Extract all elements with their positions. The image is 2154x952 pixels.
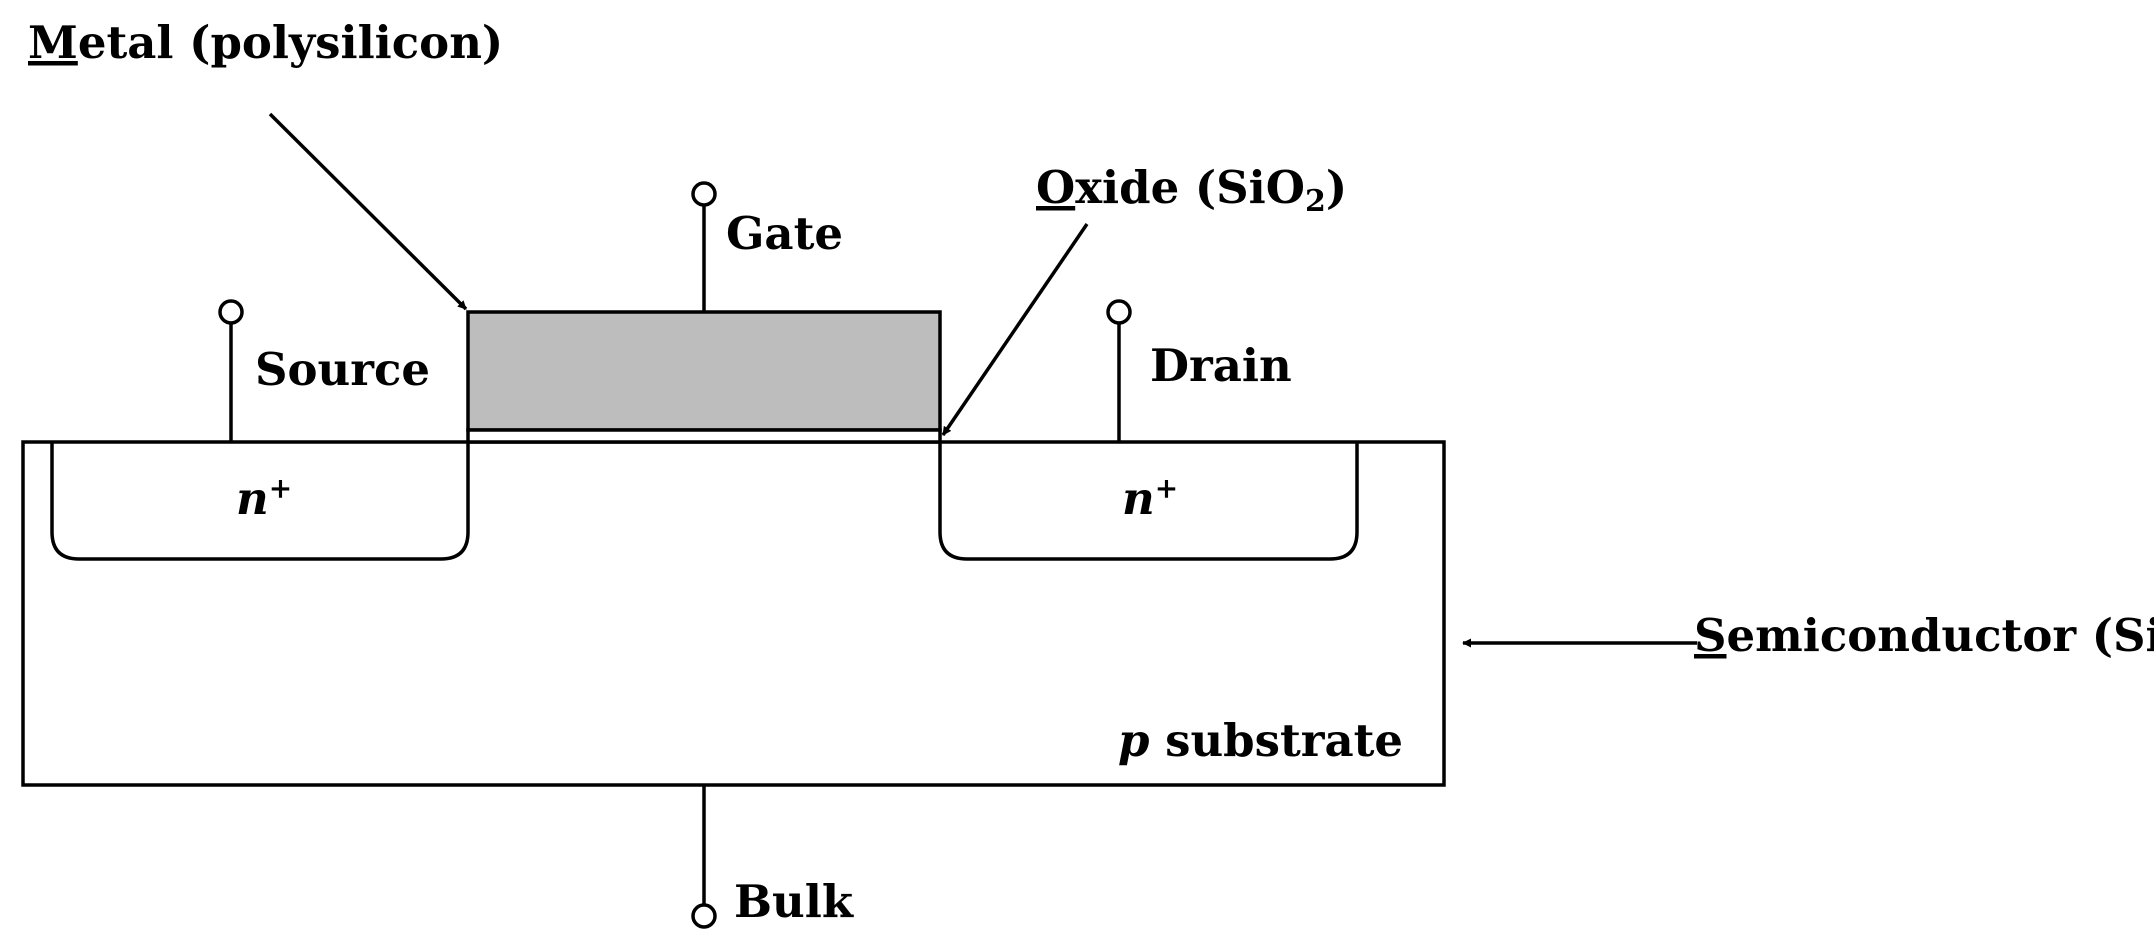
oxide-pointer-arrow xyxy=(941,223,1089,436)
metal-label: Metal (polysilicon) xyxy=(28,16,503,69)
gate-terminal-node xyxy=(691,181,717,207)
p-substrate-label: p substrate xyxy=(1118,714,1403,767)
n-plus-source-label: n+ xyxy=(236,472,292,525)
oxide-label: Oxide (SiO2) xyxy=(1036,161,1347,219)
drain-label: Drain xyxy=(1150,339,1292,392)
gate-metal-polysilicon xyxy=(466,310,942,432)
source-terminal-node xyxy=(218,299,244,325)
source-label: Source xyxy=(255,343,430,396)
semiconductor-label: Semiconductor (Si) xyxy=(1694,609,2154,662)
gate-label: Gate xyxy=(726,207,843,260)
drain-terminal-node xyxy=(1106,299,1132,325)
metal-pointer-arrow xyxy=(268,112,468,311)
gate-oxide xyxy=(466,428,942,444)
n-plus-drain-label: n+ xyxy=(1122,472,1178,525)
bulk-label: Bulk xyxy=(734,875,854,928)
n-plus-well-drain xyxy=(938,442,1359,561)
bulk-terminal-node xyxy=(691,903,717,929)
n-plus-well-source xyxy=(50,442,470,561)
